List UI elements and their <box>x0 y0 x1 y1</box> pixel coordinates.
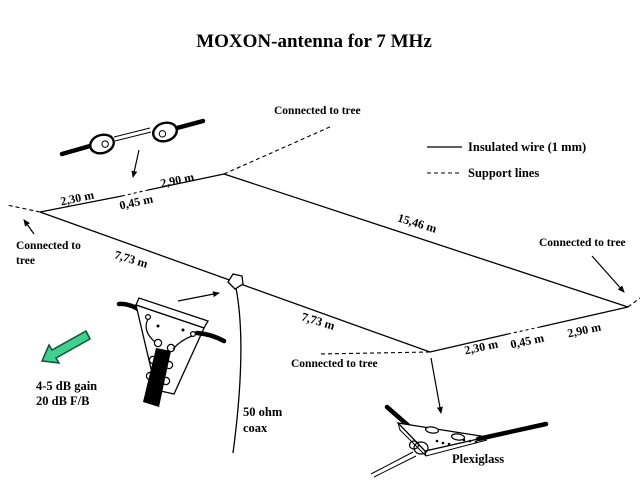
dim-top-seg2: 2,90 m <box>159 170 195 191</box>
corner-plate-thickness <box>397 422 488 457</box>
corner-plate <box>396 422 488 452</box>
feed-plate-detail <box>116 291 227 407</box>
page-title: MOXON-antenna for 7 MHz <box>196 31 432 52</box>
wire-long-side <box>223 173 629 308</box>
feed-coax-stub <box>143 348 171 407</box>
support-line-bottom <box>319 351 431 355</box>
insulator-detail-arrow <box>131 149 140 178</box>
corner-rope-line2 <box>373 455 417 478</box>
corner-plate-hole-2 <box>450 433 466 441</box>
feed-plate-hole-1 <box>145 314 152 321</box>
dim-bottom-gap: 0,45 m <box>509 331 545 352</box>
tree-right-arrow <box>591 255 625 293</box>
dim-bottom-seg2: 2,90 m <box>566 320 602 341</box>
gain-label-line1: 4-5 dB gain <box>36 379 97 393</box>
gain-annotation: 4-5 dB gain 20 dB F/B <box>36 329 97 408</box>
tree-left-arrow <box>23 219 35 235</box>
corner-rope-curl-1 <box>413 441 429 455</box>
legend: Insulated wire (1 mm) Support lines <box>427 140 586 180</box>
tree-label-left-line1: Connected to <box>16 240 81 252</box>
corner-plate-hole-1 <box>424 426 440 434</box>
feed-wire-squiggle-1 <box>145 318 156 343</box>
corner-plate-dots <box>435 438 478 446</box>
corner-plate-edge <box>424 450 427 457</box>
egg-insulator-right-hole <box>158 130 167 138</box>
feed-detail-arrow <box>177 291 220 302</box>
corner-rope-curl-2 <box>408 440 420 450</box>
egg-insulator-detail <box>59 118 206 178</box>
tree-label-bottom: Connected to tree <box>291 358 378 370</box>
tree-annotations: Connected to tree Connected to tree Conn… <box>16 105 626 370</box>
egg-insulator-left-hole <box>101 140 109 148</box>
corner-detail-arrow <box>430 357 443 414</box>
dim-long-side: 15,46 m <box>396 211 438 236</box>
dim-left-seg2: 7,73 m <box>300 310 337 333</box>
dim-bottom-seg1: 2,30 m <box>463 337 499 358</box>
wire-bottom-seg2 <box>539 306 629 328</box>
corner-rope-line1 <box>370 451 414 475</box>
dim-left-seg1: 7,73 m <box>113 248 150 271</box>
feed-plate-dots <box>156 324 185 332</box>
insulator-right-wire <box>174 118 206 131</box>
tree-label-top: Connected to tree <box>274 105 361 117</box>
legend-support-lines-label: Support lines <box>468 166 539 180</box>
tree-label-right: Connected to tree <box>539 237 626 249</box>
plexiglass-label: Plexiglass <box>452 452 504 466</box>
coax-label-line2: coax <box>243 421 268 435</box>
legend-insulated-wire-label: Insulated wire (1 mm) <box>468 140 586 154</box>
support-line-right <box>627 297 640 308</box>
wire-top-seg2 <box>147 173 225 191</box>
corner-right-wire <box>475 421 549 442</box>
insulator-tie-line1 <box>113 127 151 138</box>
gain-direction-arrow-icon <box>40 329 91 364</box>
feed-point-connector <box>227 273 244 290</box>
feed-plate-hole-2 <box>190 331 197 338</box>
support-lines <box>6 125 640 355</box>
dimension-labels: 2,30 m 0,45 m 2,90 m 15,46 m 7,73 m 7,73… <box>59 170 602 358</box>
wire-top-seg1 <box>39 195 123 213</box>
tree-label-left-line2: tree <box>16 255 35 267</box>
feed-plate-right-wire <box>194 330 227 344</box>
support-line-left <box>6 204 41 213</box>
dim-top-seg1: 2,30 m <box>59 188 95 209</box>
coax-label-line1: 50 ohm <box>243 405 283 419</box>
corner-plate-detail: Plexiglass <box>370 357 549 478</box>
support-line-top <box>223 125 333 175</box>
dim-top-gap: 0,45 m <box>118 192 154 213</box>
coax-cable <box>232 287 242 454</box>
gain-label-line2: 20 dB F/B <box>36 394 90 408</box>
insulator-left-wire <box>59 143 93 157</box>
wire-bottom-seg1 <box>429 333 509 353</box>
wire-top-gap <box>121 189 149 197</box>
insulator-tie-line2 <box>114 131 152 142</box>
